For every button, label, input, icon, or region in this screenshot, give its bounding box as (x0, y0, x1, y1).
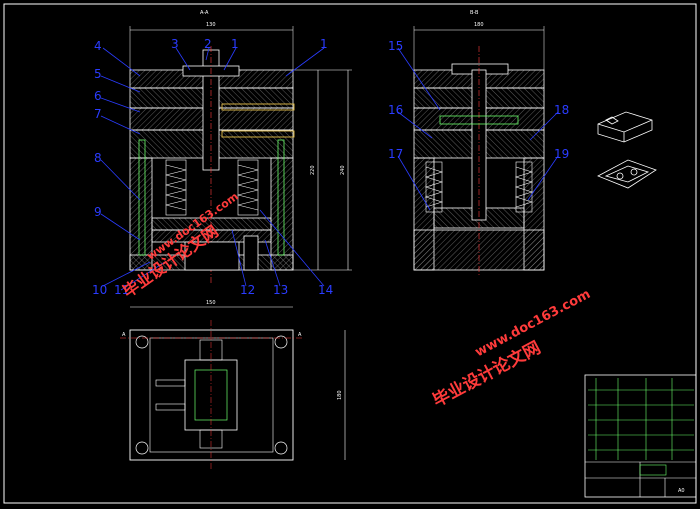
watermark-right: 毕业设计论文网 www.doc163.com (429, 287, 593, 412)
title-block: A0 (584, 374, 697, 498)
side-runner (439, 115, 519, 125)
plan-view: 150 180 A A (120, 300, 346, 470)
front-section-view: 130 A-A 220 240 (92, 10, 352, 297)
callout-16: 16 (388, 103, 403, 117)
front-width-dim: 130 (206, 22, 216, 28)
side-spring-right (514, 161, 534, 213)
callout-17: 17 (388, 147, 403, 161)
side-width-dim: 180 (474, 22, 484, 28)
sheet-size-label: A0 (678, 488, 685, 494)
callout-2: 2 (204, 37, 212, 51)
callout-3: 3 (171, 37, 179, 51)
plan-height-dim: 180 (337, 390, 343, 400)
callout-7: 7 (94, 107, 102, 121)
callout-9: 9 (94, 205, 102, 219)
front-height-outer-dim: 240 (340, 165, 346, 175)
callout-14: 14 (318, 283, 333, 297)
support-pillar (243, 235, 259, 271)
callout-15: 15 (388, 39, 403, 53)
front-section-title: A-A (200, 10, 209, 16)
part-isometric-views (597, 111, 657, 189)
callout-12: 12 (240, 283, 255, 297)
section-marker-right: A (298, 332, 302, 338)
plan-width-dim: 150 (206, 300, 216, 306)
callout-4: 4 (94, 39, 102, 53)
callout-18: 18 (554, 103, 569, 117)
spacer-block-right (270, 157, 294, 271)
sheet-border (3, 3, 697, 504)
guide-pin-right (277, 139, 285, 256)
plan-outline (129, 329, 294, 461)
callout-8: 8 (94, 151, 102, 165)
ejector-rod-housing (184, 241, 240, 271)
cooling-channels (221, 103, 295, 138)
front-height-inner-dim: 220 (310, 165, 316, 175)
parts-list-table (588, 378, 694, 460)
guide-pin-left (138, 139, 146, 256)
return-spring-right (237, 159, 259, 216)
callout-1b: 1 (320, 37, 328, 51)
return-spring-left (165, 159, 187, 216)
section-marker-left: A (122, 332, 126, 338)
callout-10: 10 (92, 283, 107, 297)
callout-11: 11 (114, 283, 129, 297)
callout-19: 19 (554, 147, 569, 161)
callout-6: 6 (94, 89, 102, 103)
callout-5: 5 (94, 67, 102, 81)
callout-1a: 1 (231, 37, 239, 51)
callout-13: 13 (273, 283, 288, 297)
side-section-view: B-B 180 15 16 1 (388, 10, 569, 275)
side-section-title: B-B (470, 10, 479, 16)
side-spring-left (424, 161, 444, 213)
